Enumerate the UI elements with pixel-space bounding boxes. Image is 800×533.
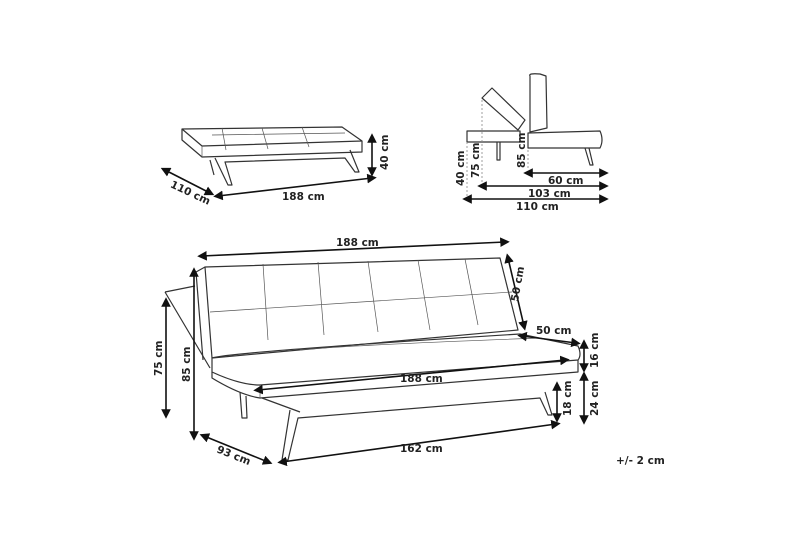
small-bed-view: 110 cm 188 cm 40 cm: [160, 126, 391, 208]
side-reclined-depth-label: 103 cm: [528, 188, 571, 200]
main-back-depth-label: 50 cm: [536, 325, 571, 337]
side-back-height-label: 85 cm: [516, 133, 528, 168]
small-width-label: 188 cm: [282, 191, 325, 203]
main-leg-span-label: 162 cm: [400, 443, 443, 455]
main-seat-thickness-label: 16 cm: [589, 333, 601, 368]
side-view: 40 cm 75 cm 85 cm 60 cm 103 cm 110 cm: [455, 73, 609, 213]
small-height-label: 40 cm: [379, 135, 391, 170]
tolerance-note: +/- 2 cm: [616, 455, 665, 467]
main-back-width-label: 188 cm: [336, 237, 379, 249]
main-leg-height-label: 18 cm: [562, 381, 574, 416]
main-total-height-label: 85 cm: [181, 347, 193, 382]
main-recline-height-label: 75 cm: [153, 341, 165, 376]
side-bed-depth-label: 110 cm: [516, 201, 559, 213]
main-seat-width-label: 188 cm: [400, 373, 443, 385]
side-seat-depth-label: 60 cm: [548, 175, 583, 187]
side-seat-height-label: 40 cm: [455, 151, 467, 186]
main-sofa-view: 188 cm 50 cm 50 cm 16 cm 188 cm 24 cm 18…: [153, 237, 601, 468]
main-seat-height-label: 24 cm: [589, 381, 601, 416]
side-recline-height-label: 75 cm: [470, 143, 482, 178]
